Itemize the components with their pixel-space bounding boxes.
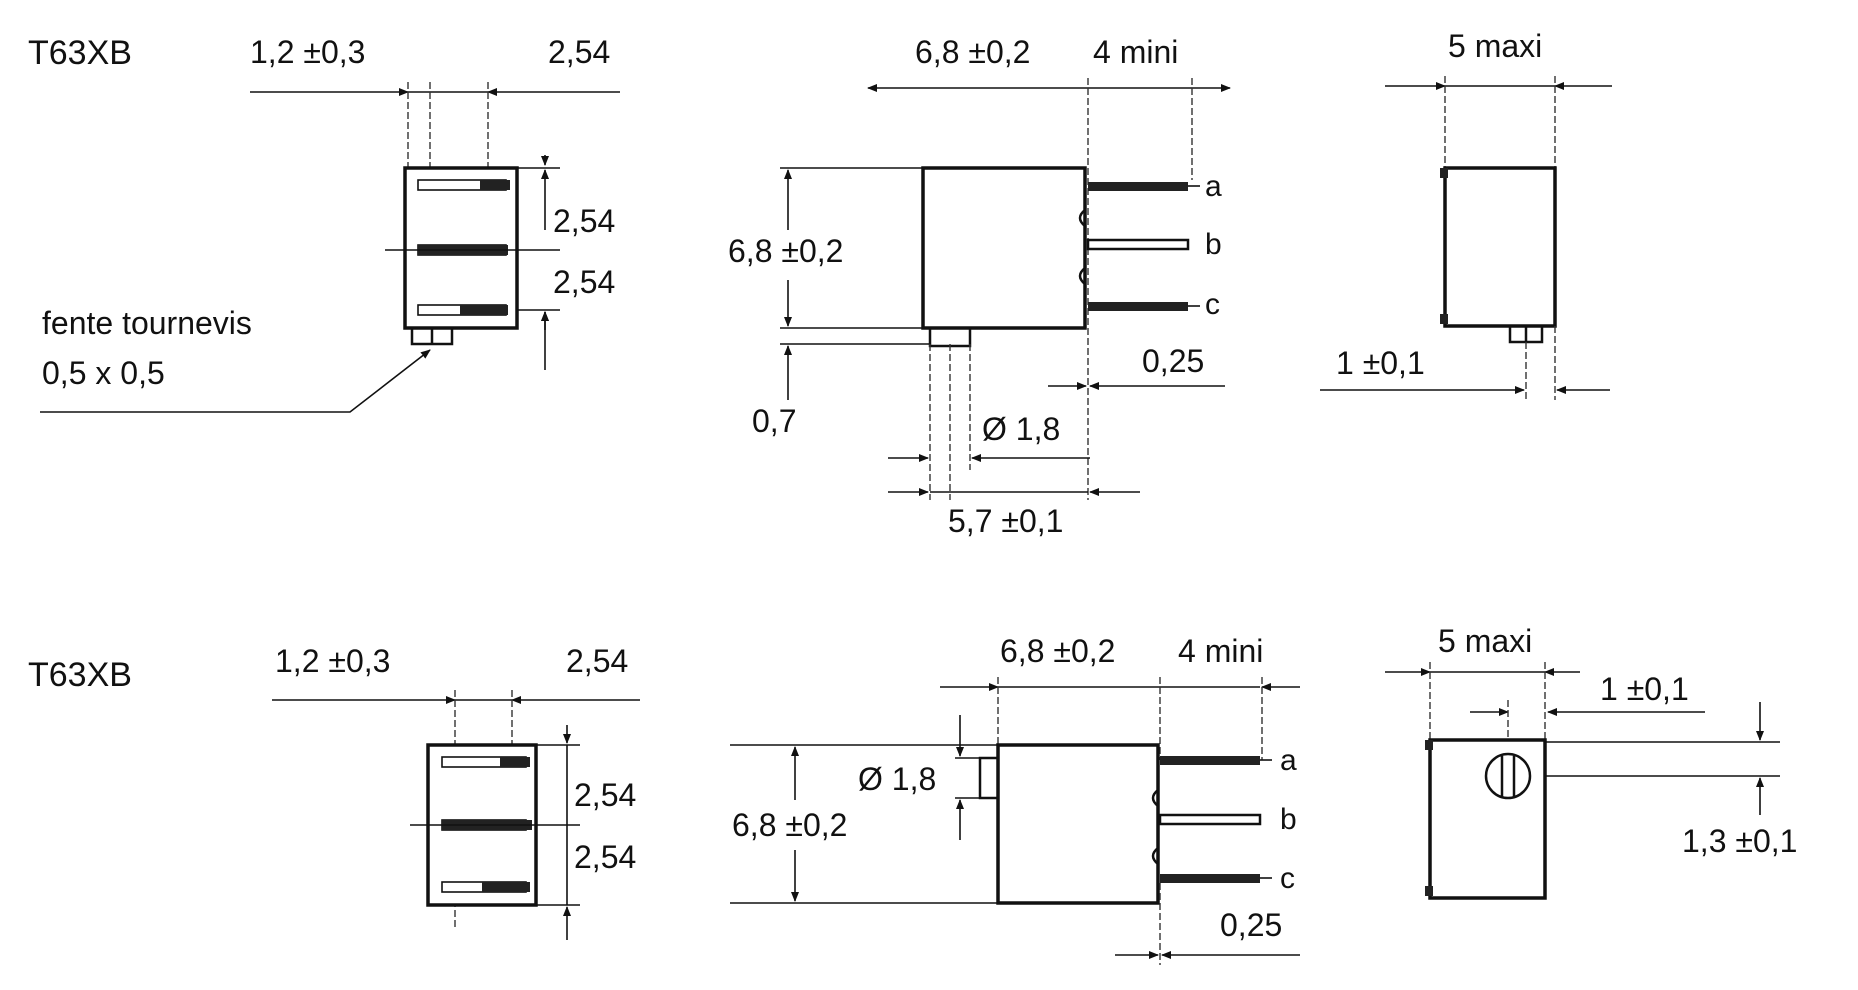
end-view-row1: 5 maxi 1 ±0,1 [1320, 28, 1612, 400]
side-view-row1: 6,8 ±0,2 4 mini a b c 6,8 ±0,2 0,7 [728, 34, 1231, 539]
pin-c-row1: c [1205, 288, 1220, 321]
dim-body-w-row2: 6,8 ±0,2 [1000, 633, 1115, 669]
front-view-row1: 1,2 ±0,3 2,54 2,54 2,54 [40, 34, 620, 413]
dim-pitch-h-row2: 2,54 [566, 643, 628, 679]
model-label-row2: T63XB [28, 656, 132, 694]
end-body-row2 [1428, 738, 1547, 900]
side-body-row2 [996, 743, 1160, 905]
shaft-row1 [928, 326, 972, 348]
dim-pitch-v2-row2: 2,54 [574, 839, 636, 875]
dim-body-h-row2: 6,8 ±0,2 [732, 807, 847, 843]
note-slot-line1: fente tournevis [42, 305, 252, 341]
dim-knob-row1: 1 ±0,1 [1336, 345, 1425, 381]
dim-lead-th-row2: 0,25 [1220, 907, 1282, 943]
dim-pitch-v1-row1: 2,54 [553, 203, 615, 239]
dim-lead-th-row1: 0,25 [1142, 343, 1204, 379]
pin-a-row2: a [1280, 744, 1297, 777]
dim-body-w-row1: 6,8 ±0,2 [915, 34, 1030, 70]
shaft-row2 [978, 756, 1000, 800]
end-view-row2: 5 maxi 1 ±0,1 1,3 ±0,1 [1385, 623, 1797, 900]
dim-pitch-v1-row2: 2,54 [574, 777, 636, 813]
dim-width-row2: 5 maxi [1438, 623, 1532, 659]
dim-height-row2: 1,3 ±0,1 [1682, 823, 1797, 859]
model-label-row1: T63XB [28, 34, 132, 72]
pin-b-row1: b [1205, 228, 1222, 261]
front-view-row2: 1,2 ±0,3 2,54 2,54 2,54 [272, 643, 640, 940]
dim-lead-min-row2: 4 mini [1178, 633, 1263, 669]
adjust-knob-row2 [1484, 752, 1532, 800]
dim-lead-min-row1: 4 mini [1093, 34, 1178, 70]
end-body-row1 [1443, 166, 1557, 328]
dim-pitch-v2-row1: 2,54 [553, 264, 615, 300]
pin-c-row2: c [1280, 862, 1295, 895]
row-2: T63XB 1,2 ±0,3 2,54 2,54 2,54 [28, 623, 1797, 965]
dim-shaft-pos-row1: 5,7 ±0,1 [948, 503, 1063, 539]
dim-knob-row2: 1 ±0,1 [1600, 671, 1689, 707]
side-view-row2: 6,8 ±0,2 4 mini a b c Ø 1,8 [730, 633, 1300, 965]
dim-width-row1: 5 maxi [1448, 28, 1542, 64]
dim-shaft-row2: Ø 1,8 [858, 761, 936, 797]
note-slot-line2: 0,5 x 0,5 [42, 355, 165, 391]
row-1: T63XB 1,2 ±0,3 2,54 [28, 28, 1612, 539]
dim-standoff-row1: 0,7 [752, 403, 796, 439]
pin-a-row1: a [1205, 170, 1222, 203]
side-body-row1 [921, 166, 1087, 330]
dim-offset-row2: 1,2 ±0,3 [275, 643, 390, 679]
dim-pitch-h-row1: 2,54 [548, 34, 610, 70]
pin-b-row2: b [1280, 803, 1297, 836]
dim-offset-row1: 1,2 ±0,3 [250, 34, 365, 70]
dim-shaft-row1: Ø 1,8 [982, 411, 1060, 447]
dim-body-h-row1: 6,8 ±0,2 [728, 233, 843, 269]
